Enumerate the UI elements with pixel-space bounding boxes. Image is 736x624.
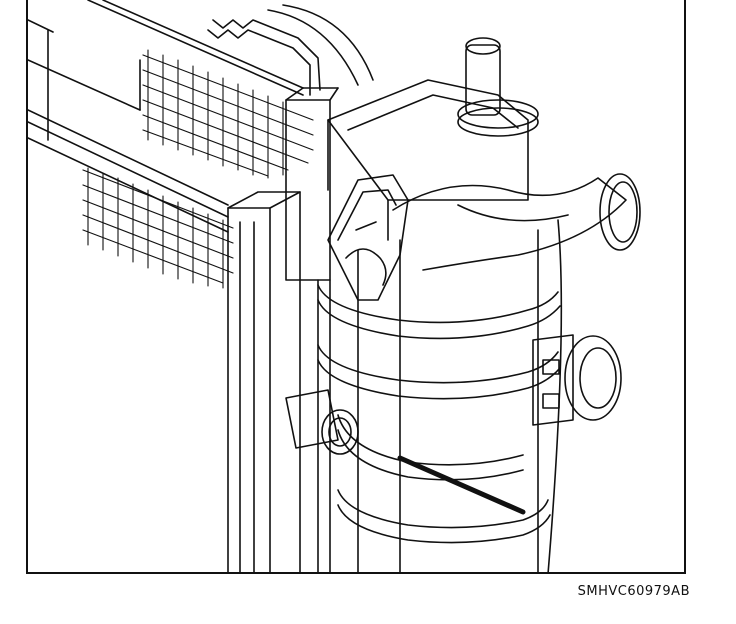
radiator-core-mesh-upper bbox=[142, 49, 314, 179]
side-port-left bbox=[285, 389, 359, 455]
radiator-drawing bbox=[28, 0, 641, 572]
dark-band-segment bbox=[397, 455, 526, 515]
side-port-right bbox=[532, 334, 622, 426]
radiator-core-mesh-lower bbox=[82, 167, 234, 289]
hose-outlet bbox=[392, 173, 641, 271]
top-bracket bbox=[207, 4, 374, 96]
reservoir-top bbox=[327, 79, 529, 241]
top-nipple bbox=[457, 37, 539, 137]
reservoir-body bbox=[357, 219, 563, 572]
spring-clip bbox=[327, 174, 409, 301]
mounting-straps bbox=[317, 284, 561, 544]
figure-frame bbox=[26, 0, 686, 574]
figure-code: SMHVC60979AB bbox=[577, 584, 690, 599]
radiator-frame bbox=[28, 0, 304, 233]
